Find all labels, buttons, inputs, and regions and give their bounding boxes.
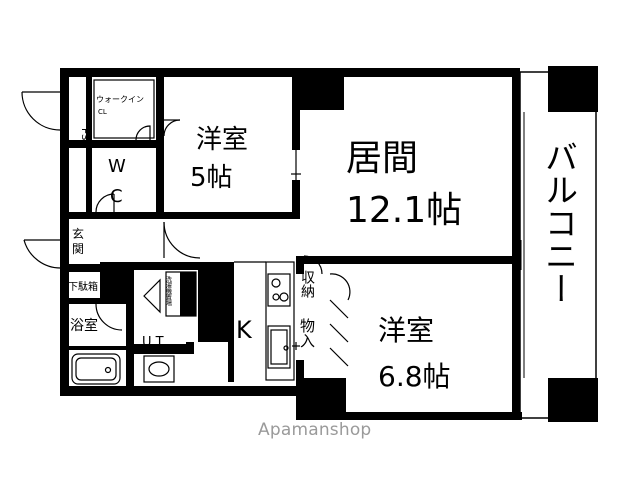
- ut-label: U T: [142, 335, 164, 350]
- shoe-box-label: 下駄箱: [68, 280, 98, 293]
- room-large-name: 洋室: [378, 314, 434, 347]
- walk-in-sub-label: CL: [98, 108, 107, 116]
- room-small-size: 5帖: [190, 163, 233, 193]
- living-size: 12.1帖: [346, 190, 462, 231]
- interior-walls: [60, 77, 512, 386]
- balcony-outline: [518, 71, 597, 419]
- bath-label: 浴室: [70, 317, 98, 334]
- walk-in-label: ウォークイン: [96, 95, 144, 104]
- pillars: [292, 66, 598, 422]
- storage-b-label: 物入: [298, 318, 316, 348]
- storage-a-label: 収納: [299, 270, 315, 299]
- living-name: 居間: [346, 138, 418, 179]
- washer-area: [180, 272, 196, 316]
- watermark: Apamanshop: [258, 420, 372, 440]
- room-small-name: 洋室: [196, 125, 248, 155]
- outer-walls: [60, 68, 522, 420]
- wc-label-line1: W: [108, 156, 126, 177]
- balcony-label: バルコニー: [540, 140, 579, 305]
- kitchen-label: K: [236, 316, 253, 344]
- fixtures: [21, 79, 351, 385]
- washer-label: 洗濯機置場: [165, 275, 172, 307]
- room-large-size: 6.8帖: [378, 360, 451, 393]
- wc-label-line2: C: [110, 186, 123, 207]
- ps-label: PS: [79, 128, 90, 140]
- entrance-label-line1: 玄: [72, 226, 84, 241]
- entrance-label-line2: 関: [72, 242, 84, 256]
